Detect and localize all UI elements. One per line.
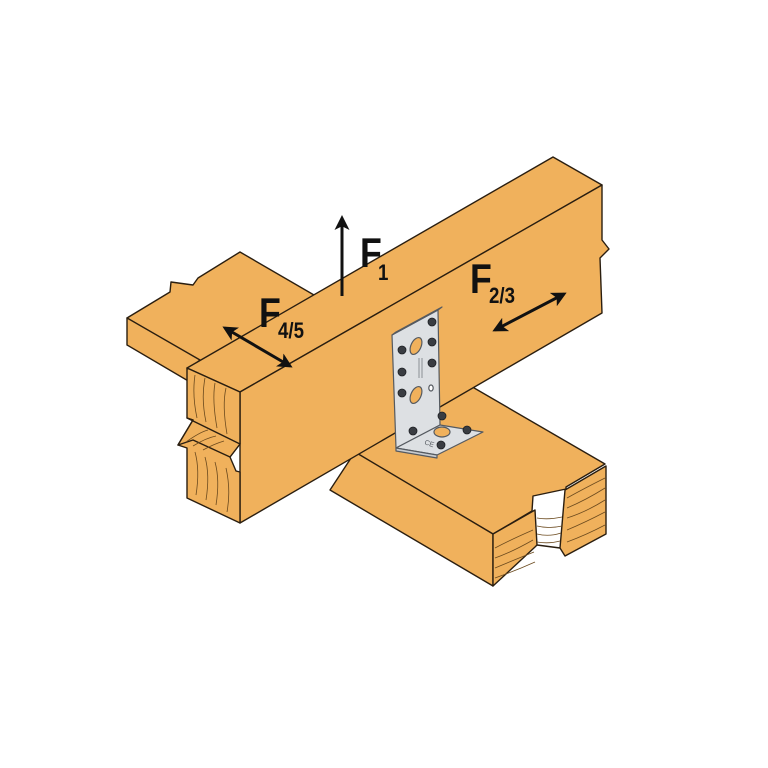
screw-icon: [397, 345, 407, 355]
screw-icon: [408, 426, 418, 436]
upper-beam-end-notch: [177, 417, 241, 458]
force-f45-arrow-icon: [222, 326, 293, 368]
screw-icon: [397, 367, 407, 377]
force-label-f45: F 4/5: [259, 289, 304, 342]
bracket-screws-vertical: [397, 317, 437, 398]
bracket-base-hole: [433, 426, 451, 438]
angle-bracket: CE: [391, 306, 484, 459]
force-label-f1: F 1: [360, 229, 388, 284]
force-f23-subscript: 2/3: [489, 283, 516, 308]
force-arrows: [222, 215, 567, 368]
bracket-slot-hole: [409, 336, 423, 356]
bracket-slot-hole: [409, 385, 423, 405]
lower-beam-end-face: [492, 465, 607, 587]
bracket-marking-text: [418, 358, 423, 378]
screw-icon: [427, 317, 437, 327]
screw-icon: [427, 337, 437, 347]
bracket-screws-horizontal: [408, 411, 472, 450]
screw-icon: [397, 388, 407, 398]
screw-icon: [427, 358, 437, 368]
force-f23-arrow-icon: [492, 292, 567, 332]
upper-beam-end-grain: [185, 374, 230, 513]
force-f1-subscript: 1: [378, 260, 389, 285]
lower-beam-end-grain: [494, 477, 606, 579]
screw-icon: [462, 425, 472, 435]
screw-icon: [436, 440, 446, 450]
bracket-ce-mark: CE: [423, 439, 435, 449]
force-f45-subscript: 4/5: [278, 318, 305, 343]
screw-icon: [437, 411, 447, 421]
bracket-vertical-leg-edge: [391, 306, 443, 336]
force-f1-letter: F: [360, 229, 382, 276]
force-f23-letter: F: [470, 255, 492, 302]
force-label-f23: F 2/3: [470, 255, 515, 307]
bracket-small-hole: [428, 384, 434, 392]
bracket-horizontal-leg-edge: [395, 447, 438, 459]
force-f45-letter: F: [259, 289, 281, 336]
